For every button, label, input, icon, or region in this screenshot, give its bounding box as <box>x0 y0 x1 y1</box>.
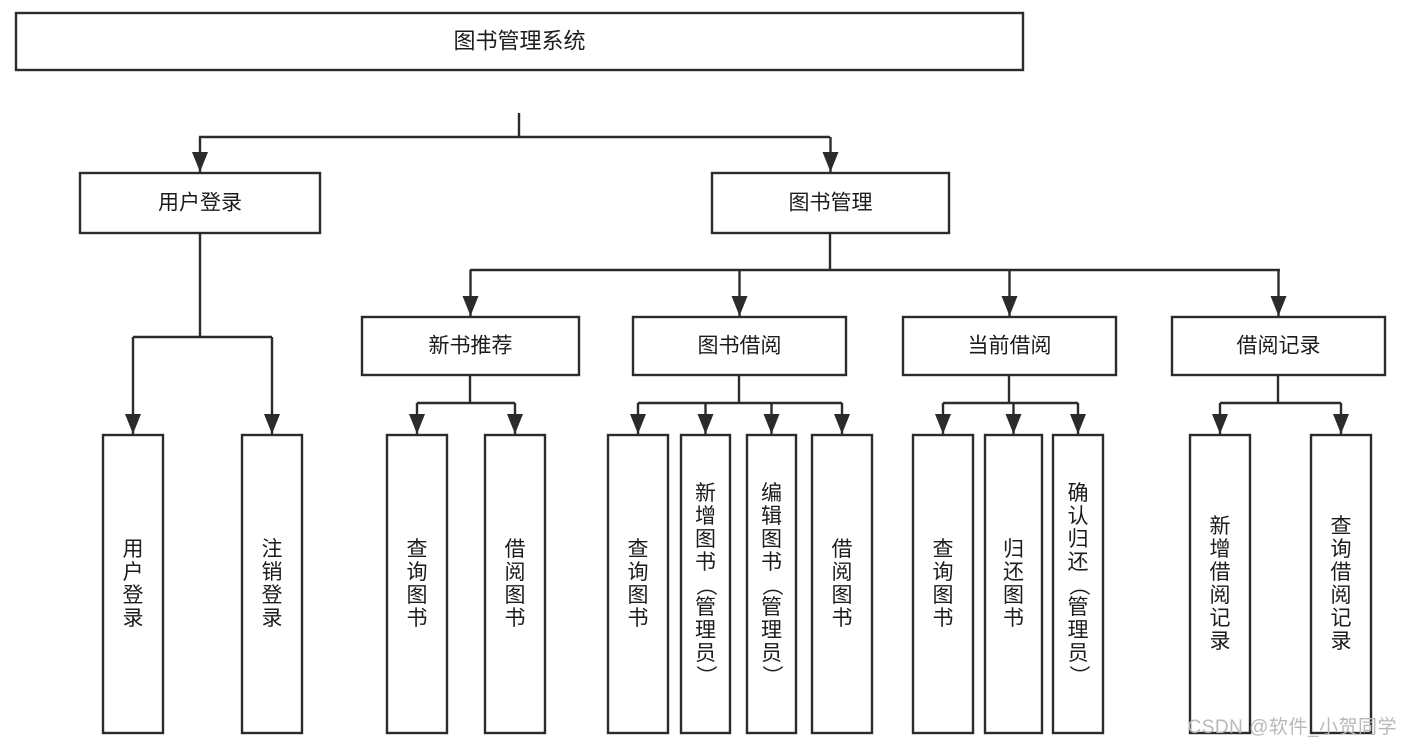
node-box-leaf-borrow-book[interactable] <box>810 433 874 735</box>
node-box-leaf-confirm-return[interactable] <box>1051 433 1105 735</box>
node-label-user-login: 用户登录 <box>158 192 242 215</box>
node-box-current-borrow[interactable] <box>901 315 1118 377</box>
node-label-current-borrow: 当前借阅 <box>968 335 1052 358</box>
arrow-head-icon <box>264 414 280 434</box>
arrow-head-icon <box>1005 414 1022 434</box>
node-box-leaf-borrow-book-rec[interactable] <box>483 433 547 735</box>
node-box-leaf-query-book-rec[interactable] <box>385 433 449 735</box>
node-box-leaf-user-login[interactable] <box>101 433 165 735</box>
arrow-head-icon <box>763 414 780 434</box>
node-box-leaf-add-book[interactable] <box>679 433 732 735</box>
arrow-head-icon <box>822 152 839 172</box>
node-label-new-book-recommend: 新书推荐 <box>429 335 513 358</box>
arrow-head-icon <box>1001 296 1018 316</box>
node-label-book-manage: 图书管理 <box>789 192 873 215</box>
arrow-head-icon <box>731 296 748 316</box>
node-box-book-borrow[interactable] <box>631 315 848 377</box>
node-box-book-manage[interactable] <box>710 171 951 235</box>
arrow-head-icon <box>462 296 479 316</box>
node-box-leaf-user-logout[interactable] <box>240 433 304 735</box>
node-box-new-book-recommend[interactable] <box>360 315 581 377</box>
node-box-borrow-record[interactable] <box>1170 315 1387 377</box>
node-box-leaf-return-book[interactable] <box>983 433 1044 735</box>
arrow-head-icon <box>192 152 208 172</box>
arrow-head-icon <box>834 414 850 434</box>
node-label-root: 图书管理系统 <box>453 28 585 53</box>
node-box-leaf-edit-book[interactable] <box>745 433 798 735</box>
box-layer <box>14 11 1387 735</box>
arrow-head-icon <box>1212 414 1228 434</box>
arrow-head-icon <box>125 414 141 434</box>
arrow-head-icon <box>1270 296 1287 316</box>
node-box-leaf-add-borrow-record[interactable] <box>1188 433 1252 735</box>
arrow-head-icon <box>697 414 714 434</box>
node-box-leaf-query-book-current[interactable] <box>911 433 975 735</box>
node-box-leaf-query-borrow-record[interactable] <box>1309 433 1373 735</box>
node-label-borrow-record: 借阅记录 <box>1237 335 1321 358</box>
connector-layer <box>125 113 1349 434</box>
arrow-head-icon <box>1070 414 1086 434</box>
arrow-head-icon <box>935 414 951 434</box>
node-box-root[interactable] <box>14 11 1025 72</box>
arrow-head-icon <box>630 414 646 434</box>
arrow-head-icon <box>1333 414 1349 434</box>
node-label-book-borrow: 图书借阅 <box>698 335 782 358</box>
arrow-head-icon <box>409 414 425 434</box>
arrow-head-icon <box>507 414 523 434</box>
node-box-leaf-query-book-borrow[interactable] <box>606 433 670 735</box>
node-box-user-login[interactable] <box>78 171 322 235</box>
